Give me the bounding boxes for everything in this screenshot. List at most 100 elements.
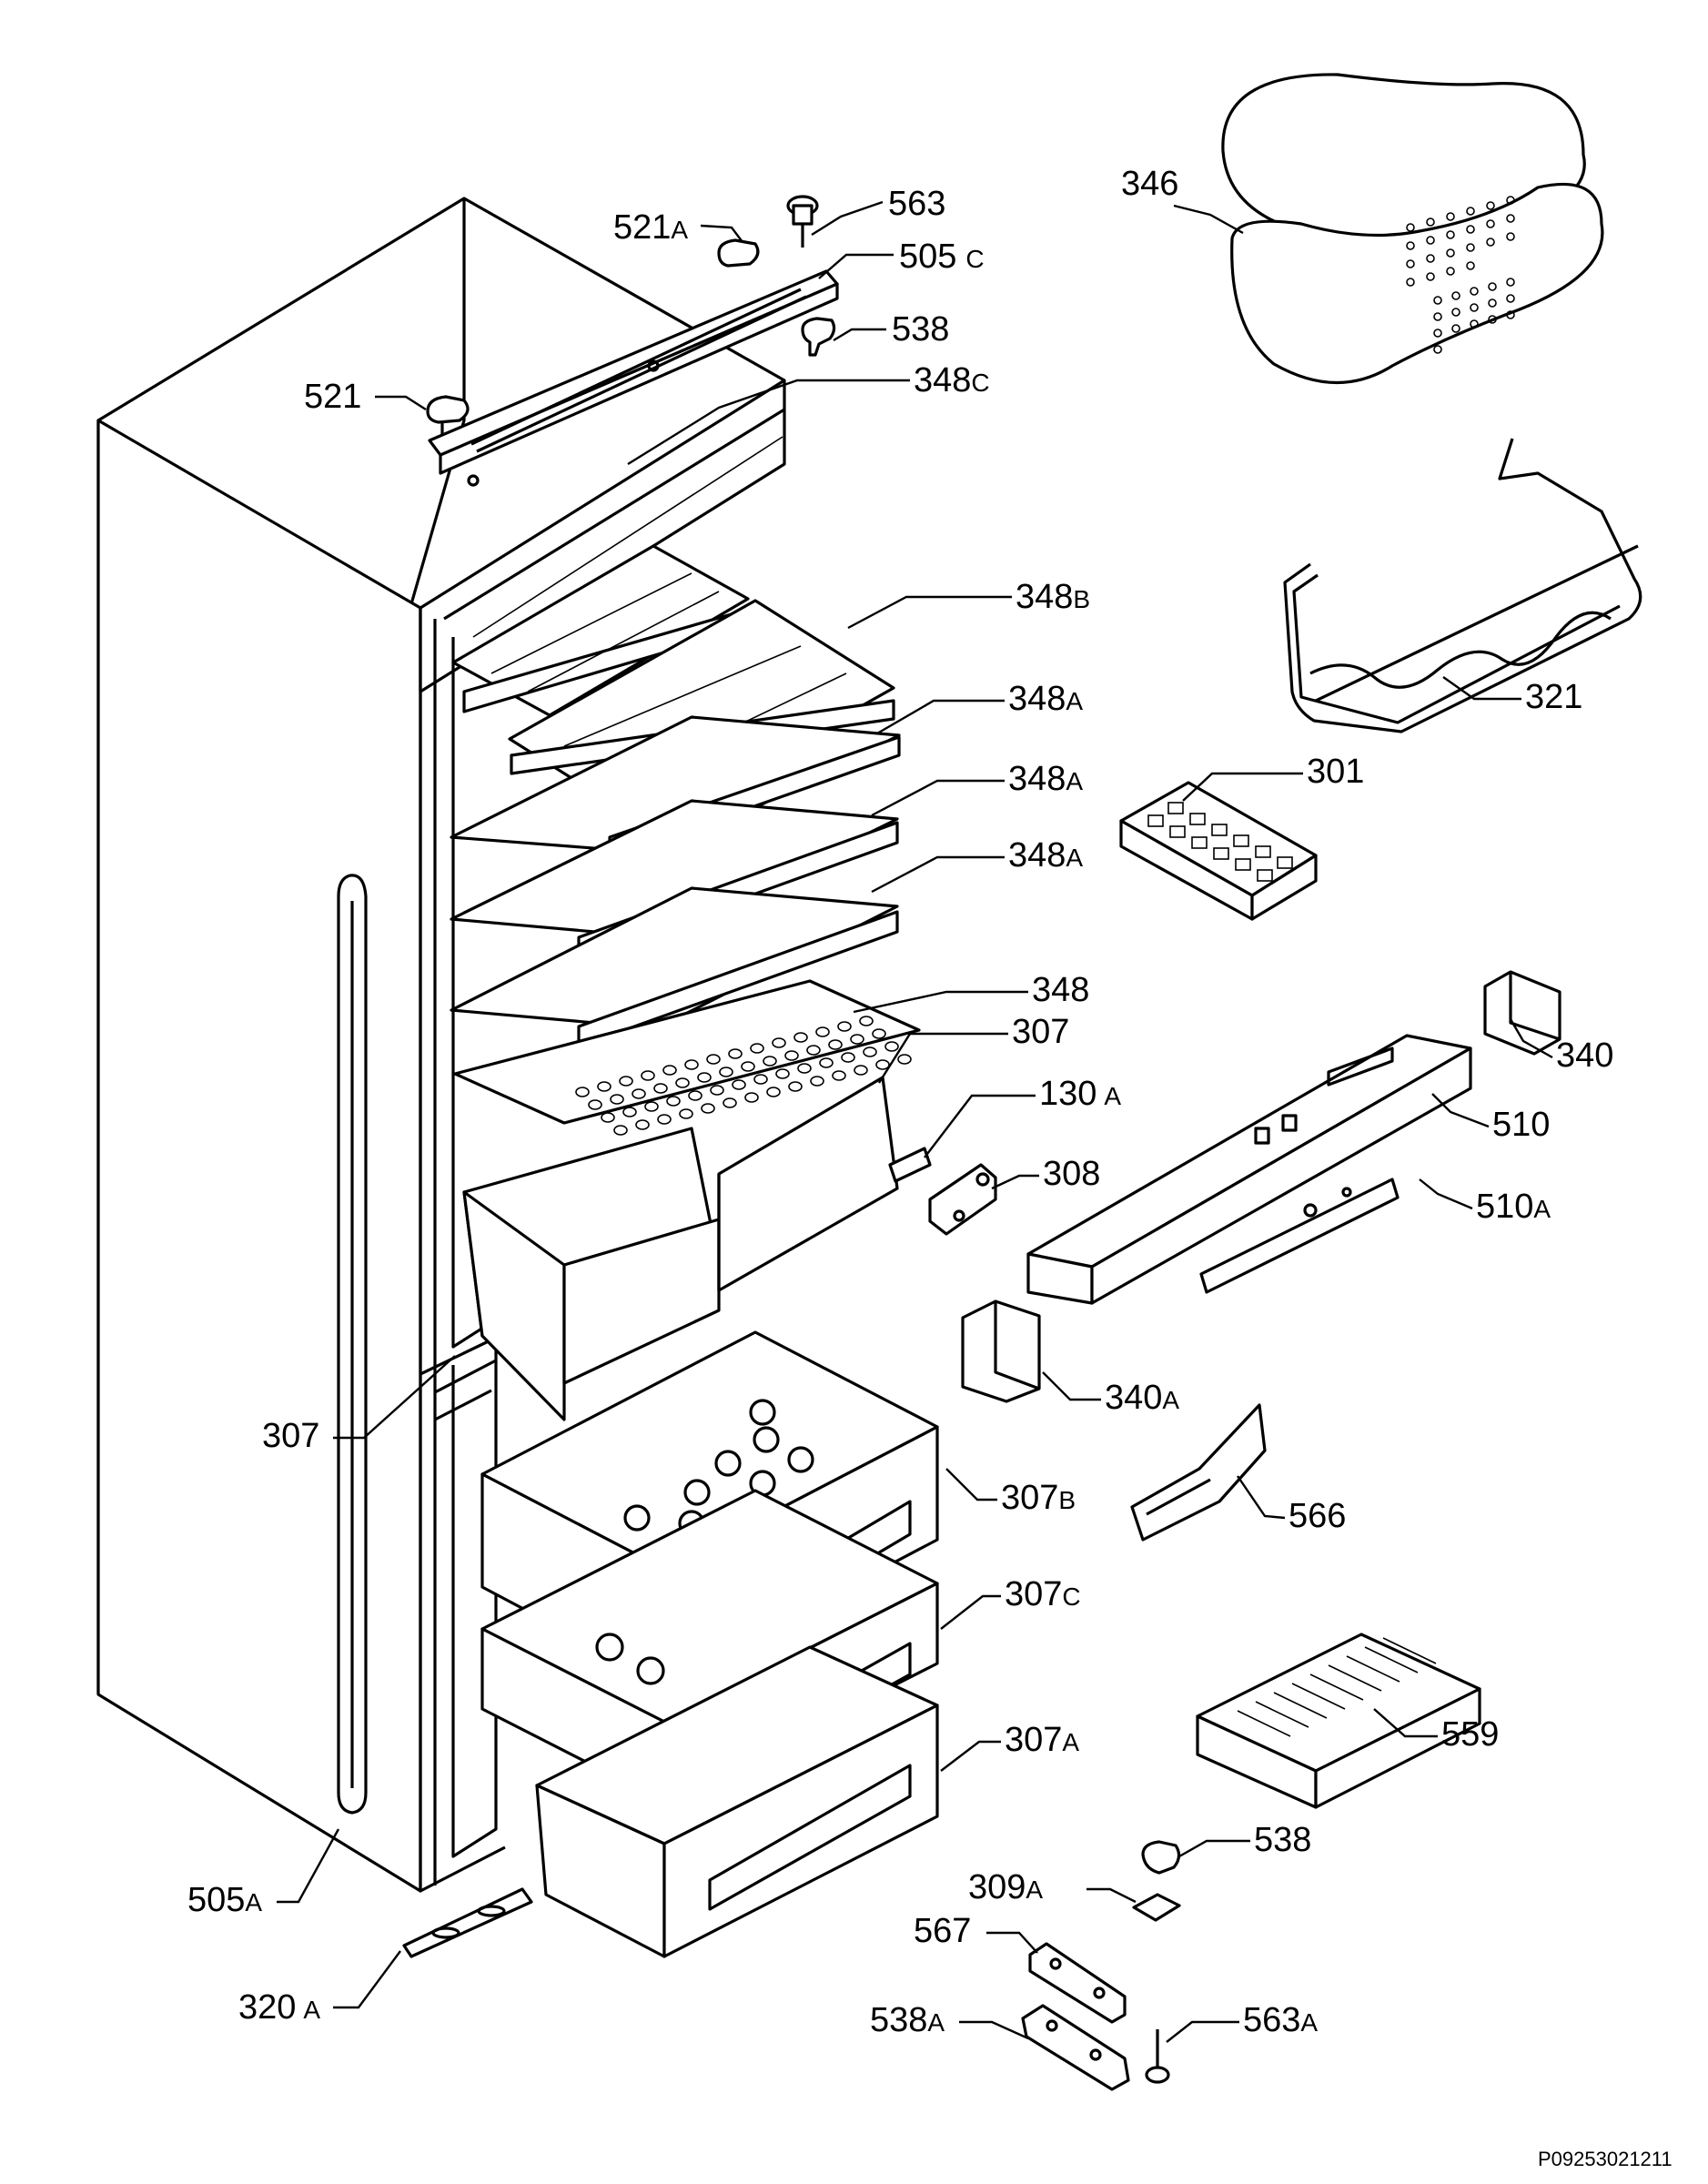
shelf-348a-3: [450, 886, 899, 1048]
perforation: [1406, 223, 1415, 232]
vent-hole: [710, 1085, 724, 1096]
label-348a-2: 348A: [1008, 760, 1083, 798]
label-505a: 505A: [187, 1881, 262, 1919]
vent-hole: [597, 1081, 611, 1092]
label-566: 566: [1289, 1497, 1346, 1535]
drawer-307a: [535, 1645, 939, 1958]
perforation: [1446, 230, 1455, 239]
vent-hole: [806, 1045, 821, 1056]
drawer-hole: [683, 1479, 711, 1506]
ice-cell: [1189, 813, 1206, 825]
vent-hole: [619, 1076, 633, 1087]
upper-drawer-307: [462, 1076, 899, 1421]
drawer-hole: [623, 1504, 651, 1532]
vent-hole: [701, 1103, 715, 1114]
perforation: [1506, 232, 1515, 241]
label-307-left: 307: [262, 1417, 319, 1455]
vent-hole: [697, 1072, 712, 1083]
vent-hole: [635, 1119, 650, 1130]
rib: [1346, 1655, 1400, 1683]
vent-hole: [744, 1092, 759, 1103]
ice-cell: [1191, 836, 1208, 849]
vent-hole: [679, 1108, 693, 1119]
ice-cell: [1169, 825, 1186, 838]
vent-hole: [641, 1070, 655, 1081]
ice-cell: [1235, 858, 1251, 871]
rib: [1291, 1683, 1346, 1710]
vent-hole: [666, 1096, 681, 1107]
label-340a: 340A: [1105, 1379, 1179, 1417]
vent-hole: [784, 1050, 799, 1061]
rib: [1237, 1710, 1291, 1737]
label-510: 510: [1492, 1106, 1550, 1144]
vent-hole: [884, 1041, 899, 1052]
ice-cell: [1257, 869, 1273, 882]
label-538-top: 538: [892, 310, 949, 349]
vent-hole: [872, 1028, 886, 1039]
perforation: [1506, 294, 1515, 303]
perforation: [1506, 214, 1515, 223]
perforation: [1506, 310, 1515, 319]
vent-hole: [723, 1097, 737, 1108]
perforation: [1433, 329, 1442, 338]
vent-hole: [775, 1068, 790, 1079]
perforation: [1470, 319, 1479, 329]
perforation: [1451, 324, 1460, 333]
drawer-hole: [749, 1399, 776, 1426]
vent-hole: [657, 1114, 672, 1125]
vent-hole: [613, 1125, 628, 1136]
rib: [1328, 1664, 1382, 1692]
perforation: [1406, 241, 1415, 250]
label-348c: 348C: [914, 361, 990, 399]
bottle-rack-321: [1283, 438, 1642, 733]
ice-cell: [1167, 802, 1184, 814]
perforation: [1466, 243, 1475, 252]
door-hinge-320a: [402, 1887, 533, 1958]
end-cap-340a: [961, 1299, 1041, 1403]
vent-hole: [728, 1048, 743, 1059]
hinge-bush-538-top: [801, 317, 836, 357]
vent-hole: [810, 1076, 824, 1087]
hinge-rail-505c: [428, 269, 839, 487]
label-563: 563: [888, 185, 945, 223]
egg-tray-346: [1221, 73, 1604, 385]
end-cap-340: [1483, 970, 1561, 1056]
vent-hole: [688, 1090, 702, 1101]
label-308: 308: [1043, 1155, 1100, 1193]
vent-hole: [841, 1052, 855, 1063]
label-521: 521: [304, 378, 361, 416]
ice-cell: [1255, 845, 1271, 858]
label-563a: 563A: [1243, 2001, 1318, 2039]
ice-cell: [1213, 847, 1229, 860]
vent-hole: [875, 1059, 890, 1070]
perforation: [1506, 196, 1515, 205]
switch-308: [928, 1163, 997, 1236]
perforation: [1426, 272, 1435, 281]
vent-hole: [832, 1070, 846, 1081]
rib: [1255, 1701, 1309, 1728]
label-348a-1: 348A: [1008, 680, 1083, 718]
label-538-bottom: 538: [1254, 1821, 1311, 1859]
perforation: [1506, 278, 1515, 287]
vent-hole: [622, 1107, 637, 1117]
rib: [1273, 1692, 1328, 1719]
vent-hole: [610, 1094, 624, 1105]
rib: [1364, 1646, 1419, 1673]
perforation: [1433, 312, 1442, 321]
label-521a: 521A: [613, 208, 688, 247]
perforation: [1451, 291, 1460, 300]
perforation: [1426, 254, 1435, 263]
perforation: [1426, 217, 1435, 227]
vent-hole: [854, 1065, 868, 1076]
vent-hole: [753, 1074, 768, 1085]
control-panel-510: [1026, 1034, 1472, 1305]
label-510a: 510A: [1476, 1188, 1551, 1226]
leader-lines: [277, 200, 1553, 2043]
vent-hole: [741, 1061, 755, 1072]
perforation: [1451, 308, 1460, 317]
perforation: [1488, 298, 1497, 308]
